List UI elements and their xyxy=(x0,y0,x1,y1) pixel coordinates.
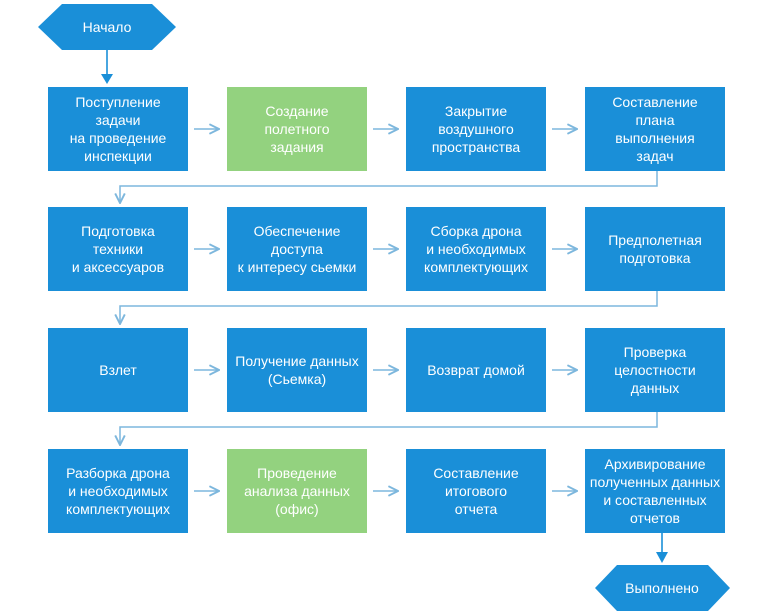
step-drone-disassembly: Разборка дрона и необходимых комплектующих xyxy=(48,449,188,533)
step-return-home-line: Возврат домой xyxy=(427,362,525,378)
connectors xyxy=(101,50,668,563)
step-task-receipt-line: инспекции xyxy=(84,148,152,164)
step-takeoff-line: Взлет xyxy=(99,362,137,378)
step-task-receipt-box xyxy=(48,87,188,171)
row-return-connector xyxy=(120,291,658,324)
step-plan-line: плана xyxy=(635,112,674,128)
step-equipment-prep: Подготовка техники и аксессуаров xyxy=(48,207,188,291)
start-shape xyxy=(38,4,176,50)
step-equipment-prep-line: Подготовка xyxy=(81,223,155,239)
step-flight-task-box xyxy=(227,87,367,171)
step-equipment-prep-box xyxy=(48,207,188,291)
step-flight-task-line: задания xyxy=(270,139,323,155)
step-airspace-closure-line: пространства xyxy=(432,139,521,155)
step-plan-line: задач xyxy=(636,148,673,164)
step-drone-disassembly-line: Разборка дрона xyxy=(66,465,170,481)
step-airspace-closure-line: Закрытие xyxy=(445,103,507,119)
step-task-receipt-line: задачи xyxy=(96,112,141,128)
step-drone-assembly-box xyxy=(406,207,546,291)
step-drone-disassembly-line: комплектующих xyxy=(66,501,170,517)
step-takeoff: Взлет xyxy=(48,328,188,412)
step-drone-disassembly-line: и необходимых xyxy=(68,483,168,499)
step-data-check-box xyxy=(585,328,725,412)
step-plan: Составление плана выполнения задач xyxy=(585,87,725,171)
step-archiving: Архивирование полученных данных и составле… xyxy=(585,449,725,533)
step-return-home: Возврат домой xyxy=(406,328,546,412)
step-return-home-box xyxy=(406,328,546,412)
row-return-connector xyxy=(120,171,658,203)
step-data-check-line: целостности xyxy=(614,362,695,378)
step-task-receipt: Поступление задачи на проведение инспекции xyxy=(48,87,188,171)
step-flight-task-line: Создание xyxy=(265,103,328,119)
step-preflight-line: Предполетная xyxy=(608,232,702,248)
step-archiving-line: полученных данных xyxy=(590,474,720,490)
step-airspace-closure-box xyxy=(406,87,546,171)
step-archiving-line: и составленных xyxy=(603,492,706,508)
step-data-capture-line: (Сьемка) xyxy=(268,371,326,387)
step-access-box xyxy=(227,207,367,291)
step-plan-box xyxy=(585,87,725,171)
step-takeoff-box xyxy=(48,328,188,412)
step-archiving-box xyxy=(585,449,725,533)
end-shape xyxy=(595,565,730,611)
step-archiving-line: Архивирование xyxy=(604,456,705,472)
step-equipment-prep-line: и аксессуаров xyxy=(72,259,164,275)
step-flight-task-line: полетного xyxy=(264,121,329,137)
step-flight-task: Создание полетного задания xyxy=(227,87,367,171)
step-data-capture: Получение данных (Сьемка) xyxy=(227,328,367,412)
step-task-receipt-line: Поступление xyxy=(75,94,161,110)
step-data-analysis: Проведение анализа данных (офис) xyxy=(227,449,367,533)
step-preflight-line: подготовка xyxy=(619,250,690,266)
step-drone-assembly-line: комплектующих xyxy=(424,259,528,275)
step-access-line: Обеспечение xyxy=(254,223,341,239)
start-label: Начало xyxy=(83,19,132,35)
step-access: Обеспечение доступа к интересу сьемки xyxy=(227,207,367,291)
end-terminal: Выполнено xyxy=(595,565,730,611)
step-final-report-line: Составление xyxy=(433,465,519,481)
step-preflight: Предполетная подготовка xyxy=(585,207,725,291)
step-drone-assembly-line: и необходимых xyxy=(426,241,526,257)
start-terminal: Начало xyxy=(38,4,176,50)
end-label: Выполнено xyxy=(625,580,699,596)
row-return-connector xyxy=(120,412,658,445)
step-archiving-line: отчетов xyxy=(630,510,680,526)
step-task-receipt-line: на проведение xyxy=(70,130,167,146)
step-final-report-line: итогового xyxy=(445,483,507,499)
end-arrow-head xyxy=(656,552,668,563)
step-equipment-prep-line: техники xyxy=(93,241,143,257)
step-plan-line: Составление xyxy=(612,94,698,110)
step-drone-assembly: Сборка дрона и необходимых комплектующих xyxy=(406,207,546,291)
step-access-line: к интересу сьемки xyxy=(238,259,357,275)
step-data-check: Проверка целостности данных xyxy=(585,328,725,412)
step-data-check-line: Проверка xyxy=(624,344,687,360)
step-drone-disassembly-box xyxy=(48,449,188,533)
step-data-check-line: данных xyxy=(631,380,679,396)
step-data-analysis-line: (офис) xyxy=(275,501,318,517)
step-data-capture-line: Получение данных xyxy=(235,353,359,369)
step-plan-line: выполнения xyxy=(615,130,694,146)
step-airspace-closure-line: воздушного xyxy=(438,121,514,137)
step-access-line: доступа xyxy=(271,241,323,257)
step-final-report-line: отчета xyxy=(455,501,498,517)
step-drone-assembly-line: Сборка дрона xyxy=(430,223,521,239)
step-airspace-closure: Закрытие воздушного пространства xyxy=(406,87,546,171)
step-data-analysis-line: Проведение xyxy=(257,465,337,481)
step-data-analysis-line: анализа данных xyxy=(244,483,350,499)
step-final-report-box xyxy=(406,449,546,533)
step-data-capture-box xyxy=(227,328,367,412)
step-final-report: Составление итогового отчета xyxy=(406,449,546,533)
start-arrow-head xyxy=(101,74,113,84)
step-data-analysis-box xyxy=(227,449,367,533)
step-preflight-box xyxy=(585,207,725,291)
